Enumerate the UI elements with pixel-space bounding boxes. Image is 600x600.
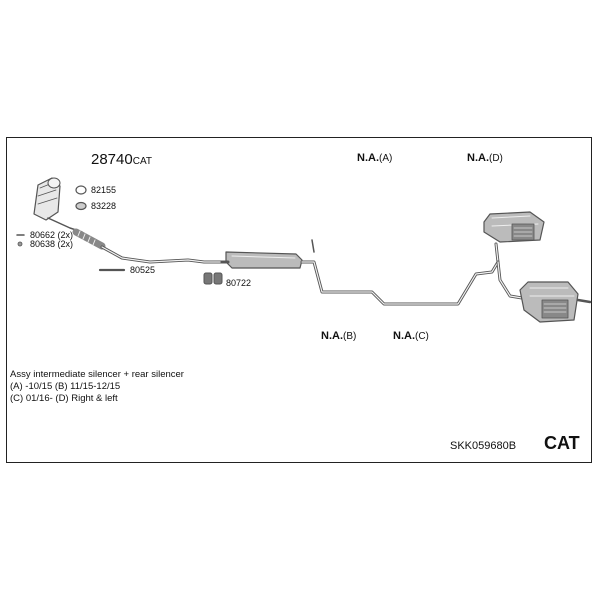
part-main-label: 28740CAT	[91, 152, 152, 167]
nut-80638-icon	[17, 241, 23, 247]
part-label-83228: 83228	[91, 201, 117, 211]
notes-block: Assy intermediate silencer + rear silenc…	[10, 369, 184, 405]
part-label-80722: 80722	[226, 278, 252, 288]
gasket-82155-icon	[75, 185, 87, 195]
na-label-d: N.A.(D)	[467, 152, 503, 164]
na-label-b: N.A.(B)	[321, 330, 357, 342]
kit-type: CAT	[544, 433, 580, 453]
diagram-frame	[6, 137, 592, 463]
clamp-83228-icon	[75, 201, 87, 211]
front-pipe	[100, 245, 224, 264]
part-label-80525: 80525	[130, 265, 156, 275]
rear-silencer-right	[483, 211, 545, 243]
part-label-80638: 80638 (2x)	[30, 239, 74, 249]
note-line-3: (C) 01/16- (D) Right & left	[10, 393, 118, 404]
part-main-number: 28740	[91, 151, 133, 168]
part-label-80662: 80662 (2x)	[30, 230, 74, 240]
note-line-2: (A) -10/15 (B) 11/15-12/15	[10, 381, 121, 392]
note-line-1: Assy intermediate silencer + rear silenc…	[10, 369, 184, 380]
na-label-c: N.A.(C)	[393, 330, 429, 342]
part-main-suffix: CAT	[132, 156, 152, 167]
kit-code: SKK059680B	[450, 440, 517, 452]
catalytic-converter	[33, 177, 83, 233]
rear-silencer-left	[519, 281, 592, 323]
na-label-a: N.A.(A)	[357, 152, 393, 164]
center-pipe	[300, 242, 524, 306]
flex-pipe	[72, 228, 106, 250]
rubber-mount-80722-icon	[203, 272, 223, 285]
part-label-82155: 82155	[91, 185, 117, 195]
intermediate-silencer	[220, 239, 315, 269]
